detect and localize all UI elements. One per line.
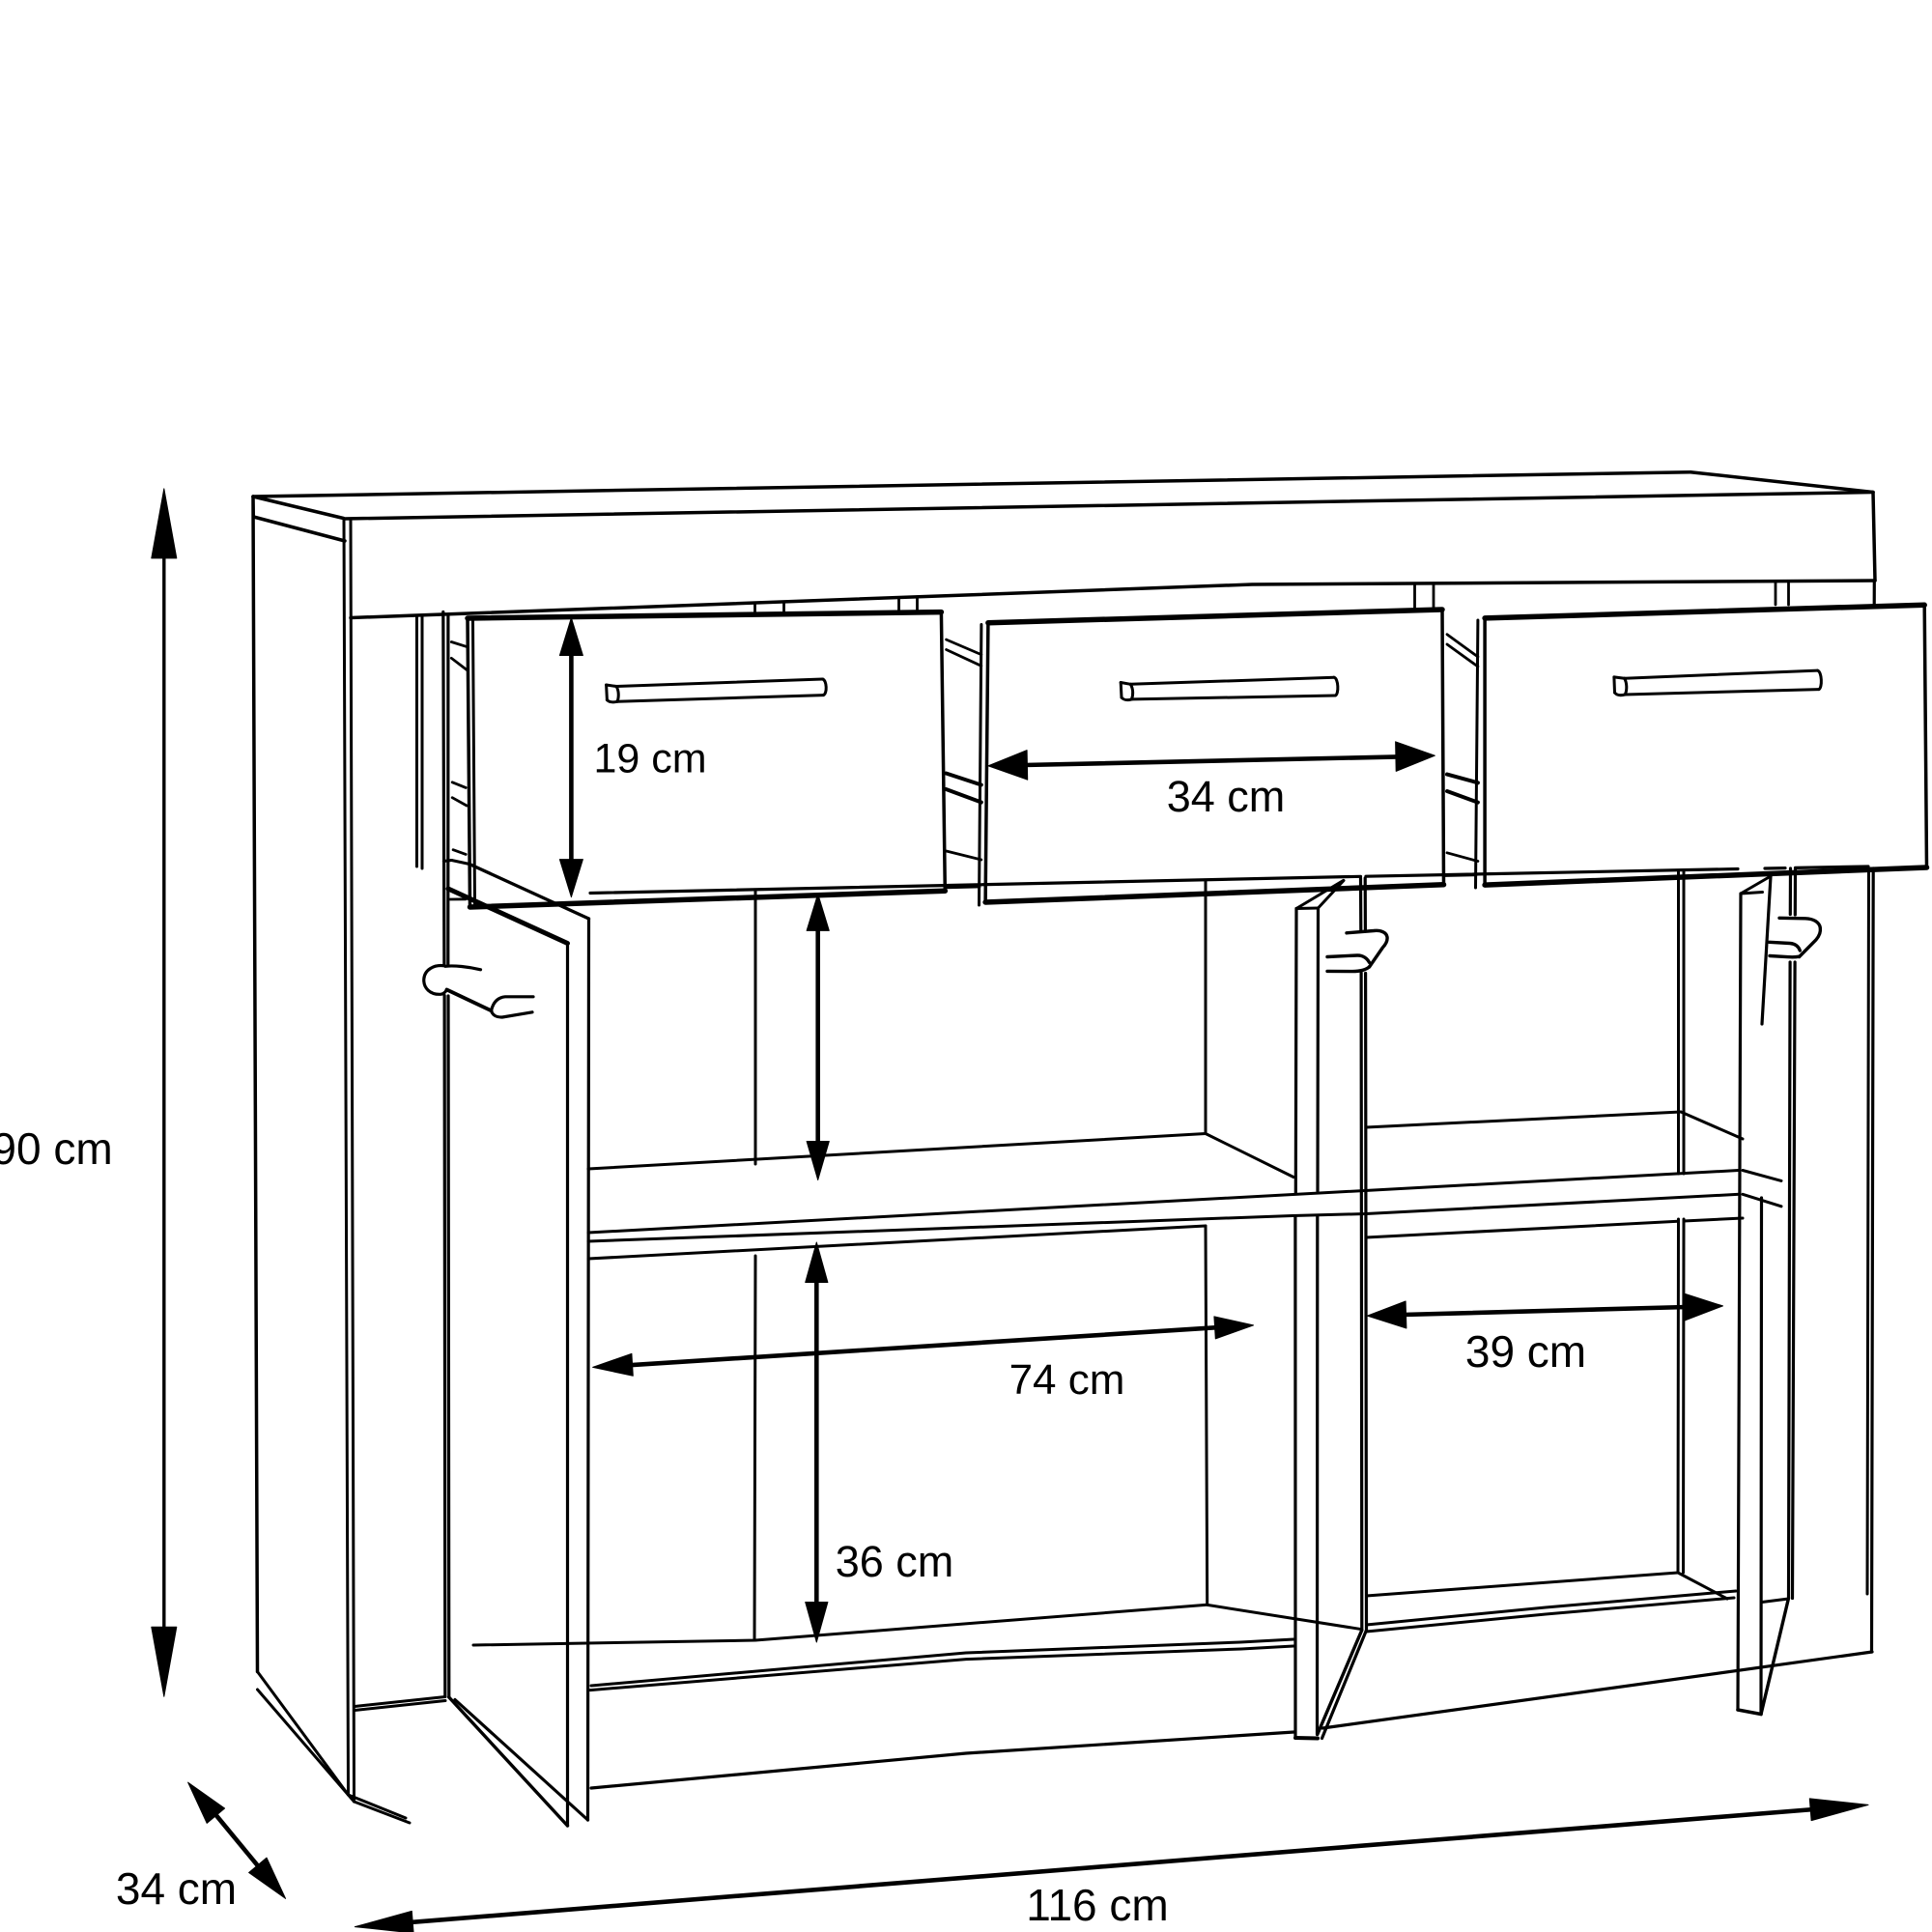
svg-text:36 cm: 36 cm: [836, 1537, 954, 1586]
svg-text:39 cm: 39 cm: [1465, 1326, 1586, 1377]
svg-text:116 cm: 116 cm: [1026, 1880, 1168, 1930]
svg-text:19 cm: 19 cm: [593, 736, 706, 782]
svg-text:34 cm: 34 cm: [1167, 772, 1286, 821]
svg-text:34 cm: 34 cm: [116, 1863, 237, 1914]
svg-text:90 cm: 90 cm: [0, 1123, 113, 1174]
svg-text:74 cm: 74 cm: [1009, 1356, 1125, 1404]
